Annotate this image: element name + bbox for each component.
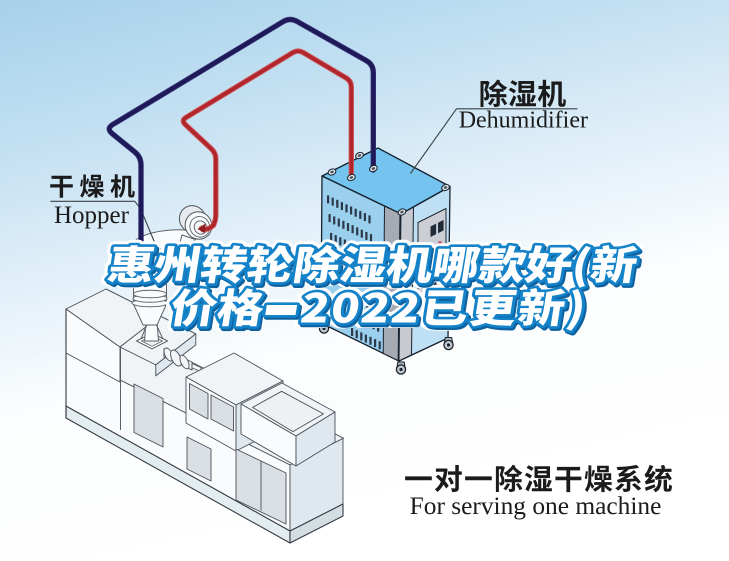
- svg-text:Dehumidifier: Dehumidifier: [459, 108, 588, 134]
- svg-text:Hopper: Hopper: [54, 202, 130, 229]
- svg-text:For serving one machine: For serving one machine: [410, 492, 662, 520]
